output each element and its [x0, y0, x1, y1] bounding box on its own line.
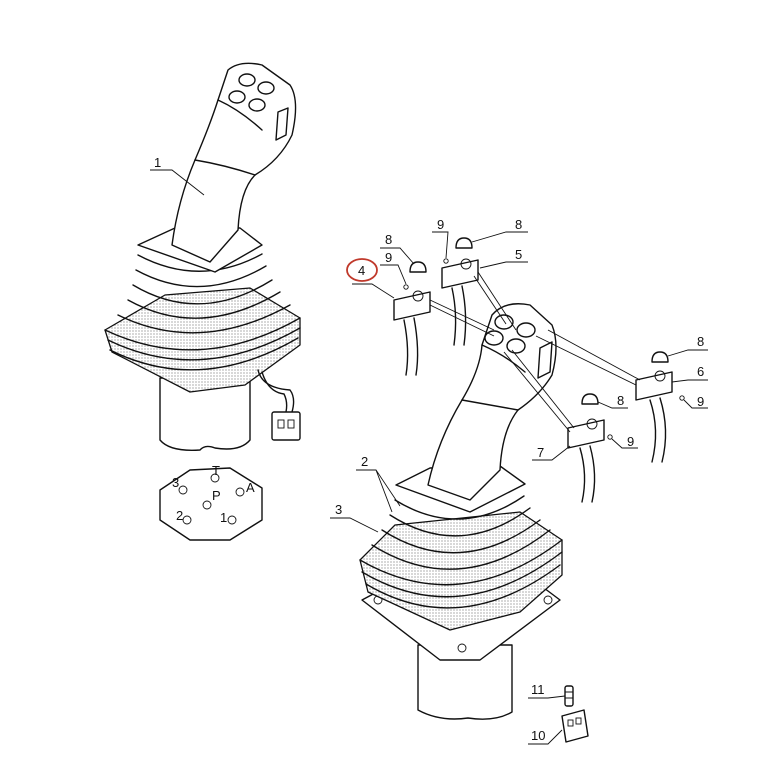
callout-2: 2	[356, 454, 401, 513]
gasket-label-2: 2	[176, 508, 183, 523]
switch-parts	[393, 237, 685, 743]
micro-switch-6	[535, 329, 673, 463]
svg-text:4: 4	[358, 263, 365, 278]
svg-text:9: 9	[385, 250, 392, 265]
left-bellows-boot	[104, 227, 301, 393]
callout-4: 4	[346, 258, 395, 299]
callout-9-a: 9	[380, 250, 407, 285]
pin-11	[564, 685, 574, 707]
svg-text:9: 9	[697, 394, 704, 409]
svg-text:5: 5	[515, 247, 522, 262]
callout-5: 5	[479, 247, 528, 269]
callout-11: 11	[528, 682, 566, 699]
callout-9-d: 9	[611, 434, 638, 449]
cap-8-c	[651, 351, 669, 363]
svg-text:1: 1	[154, 155, 161, 170]
gasket-label-p: P	[212, 488, 221, 503]
cap-8-b	[455, 237, 473, 249]
svg-text:11: 11	[531, 682, 545, 697]
svg-text:8: 8	[385, 232, 392, 247]
gasket-label-3: 3	[172, 475, 179, 490]
callout-8-c: 8	[667, 334, 708, 357]
right-joystick-handle	[427, 303, 557, 501]
right-joystick-assembly	[359, 303, 563, 720]
callout-9-c: 9	[683, 394, 708, 409]
screw-9-c	[679, 395, 685, 401]
callout-8-b: 8	[471, 217, 528, 243]
svg-text:10: 10	[531, 728, 545, 743]
cap-8-a	[409, 261, 427, 273]
screw-9-a	[403, 284, 409, 290]
screw-9-b	[443, 258, 449, 264]
callout-8-a: 8	[380, 232, 415, 265]
svg-text:7: 7	[537, 445, 544, 460]
callout-9-b: 9	[432, 217, 449, 259]
svg-text:8: 8	[515, 217, 522, 232]
screw-9-d	[607, 434, 613, 440]
svg-text:9: 9	[627, 434, 634, 449]
micro-switch-4	[393, 290, 495, 376]
callout-7: 7	[532, 445, 571, 461]
callout-4-highlight-ring	[346, 258, 378, 282]
left-cable-connector	[257, 369, 301, 441]
connector-10	[561, 709, 589, 743]
left-joystick-assembly: 3 T A P 1 2	[104, 62, 301, 541]
callout-3: 3	[330, 502, 379, 533]
callout-1: 1	[150, 155, 205, 196]
micro-switch-7	[503, 349, 605, 503]
callout-10: 10	[528, 728, 563, 745]
svg-text:3: 3	[335, 502, 342, 517]
gasket-label-a: A	[246, 480, 255, 495]
callouts: 1 2 3 4 5 6 7	[150, 155, 708, 745]
left-joystick-handle	[171, 62, 297, 263]
svg-text:8: 8	[697, 334, 704, 349]
cap-8-d	[581, 393, 599, 405]
svg-text:8: 8	[617, 393, 624, 408]
callout-8-d: 8	[597, 393, 628, 409]
svg-text:6: 6	[697, 364, 704, 379]
gasket-label-t: T	[212, 463, 220, 478]
svg-text:2: 2	[361, 454, 368, 469]
gasket-plate: 3 T A P 1 2	[159, 463, 263, 541]
callout-6: 6	[671, 364, 708, 383]
gasket-label-1: 1	[220, 510, 227, 525]
micro-switch-5	[441, 258, 517, 346]
svg-text:9: 9	[437, 217, 444, 232]
